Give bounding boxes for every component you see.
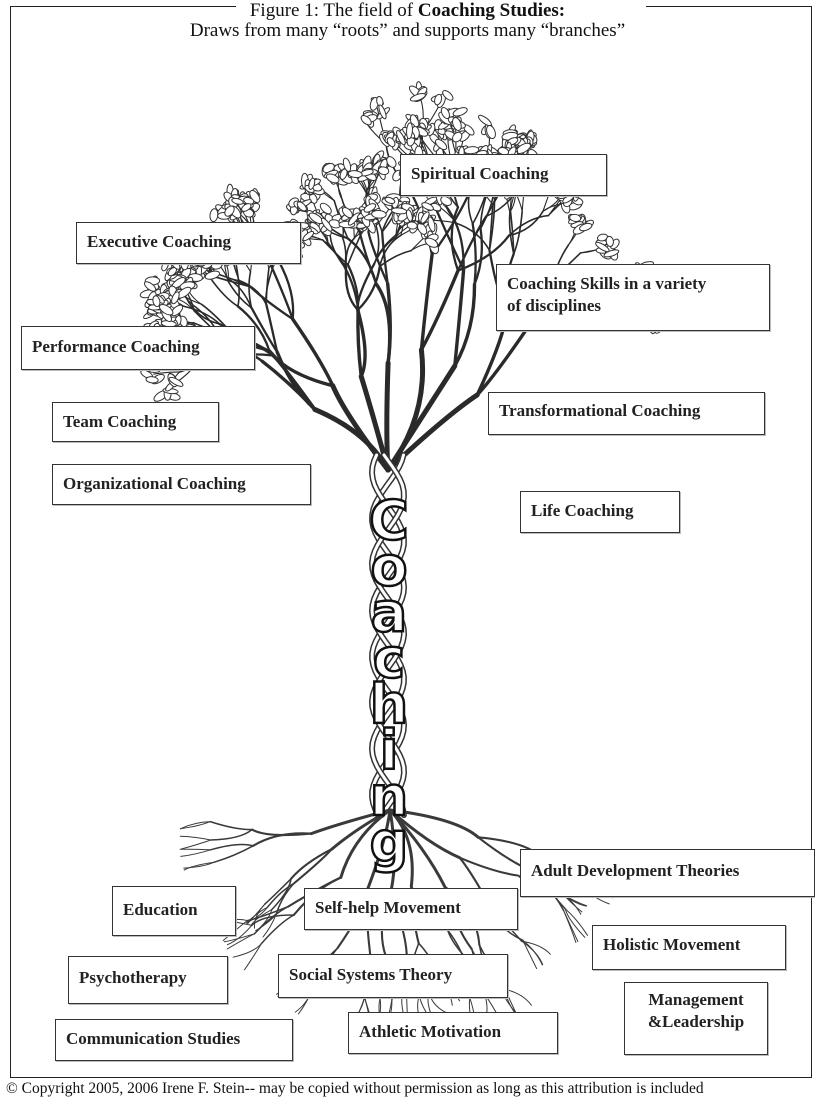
branch [387,363,388,470]
label-performance-coaching: Performance Coaching [21,326,255,370]
leaf [406,123,413,139]
root [460,858,518,876]
root [244,944,261,970]
leaf [204,270,220,281]
leaf [605,236,614,247]
label-coaching-skills: Coaching Skills in a varietyof disciplin… [496,264,770,331]
root [211,830,252,840]
root [294,849,331,883]
label-psychotherapy: Psychotherapy [68,956,228,1004]
root [210,822,252,830]
branch [209,276,238,306]
root [180,822,210,829]
label-transformational-coaching: Transformational Coaching [488,392,765,435]
root [180,849,211,850]
label-executive-coaching: Executive Coaching [76,222,301,264]
label-life-coaching: Life Coaching [520,491,680,533]
branch [214,277,250,287]
label-self-help-movement: Self-help Movement [304,888,518,930]
branch [293,319,333,386]
label-social-systems-theory: Social Systems Theory [278,954,508,998]
label-education: Education [112,886,236,936]
branch [436,209,464,270]
copyright-notice: © Copyright 2005, 2006 Irene F. Stein-- … [6,1079,815,1099]
root [180,836,211,840]
branch [509,216,548,236]
label-adult-development-theories: Adult Development Theories [520,849,815,897]
label-team-coaching: Team Coaching [52,402,219,442]
leaf [452,106,468,118]
root [261,915,294,944]
root [214,846,253,863]
label-athletic-motivation: Athletic Motivation [348,1012,558,1054]
trunk-letter: g [363,820,415,866]
root [181,850,211,857]
label-organizational-coaching: Organizational Coaching [52,464,311,505]
label-management-leadership: Management&Leadership [624,982,768,1055]
root [181,840,210,849]
root [564,910,576,942]
branch [333,386,388,470]
root [291,849,332,879]
label-communication-studies: Communication Studies [55,1019,293,1061]
label-spiritual-coaching: Spiritual Coaching [400,154,607,196]
label-holistic-movement: Holistic Movement [592,925,786,970]
